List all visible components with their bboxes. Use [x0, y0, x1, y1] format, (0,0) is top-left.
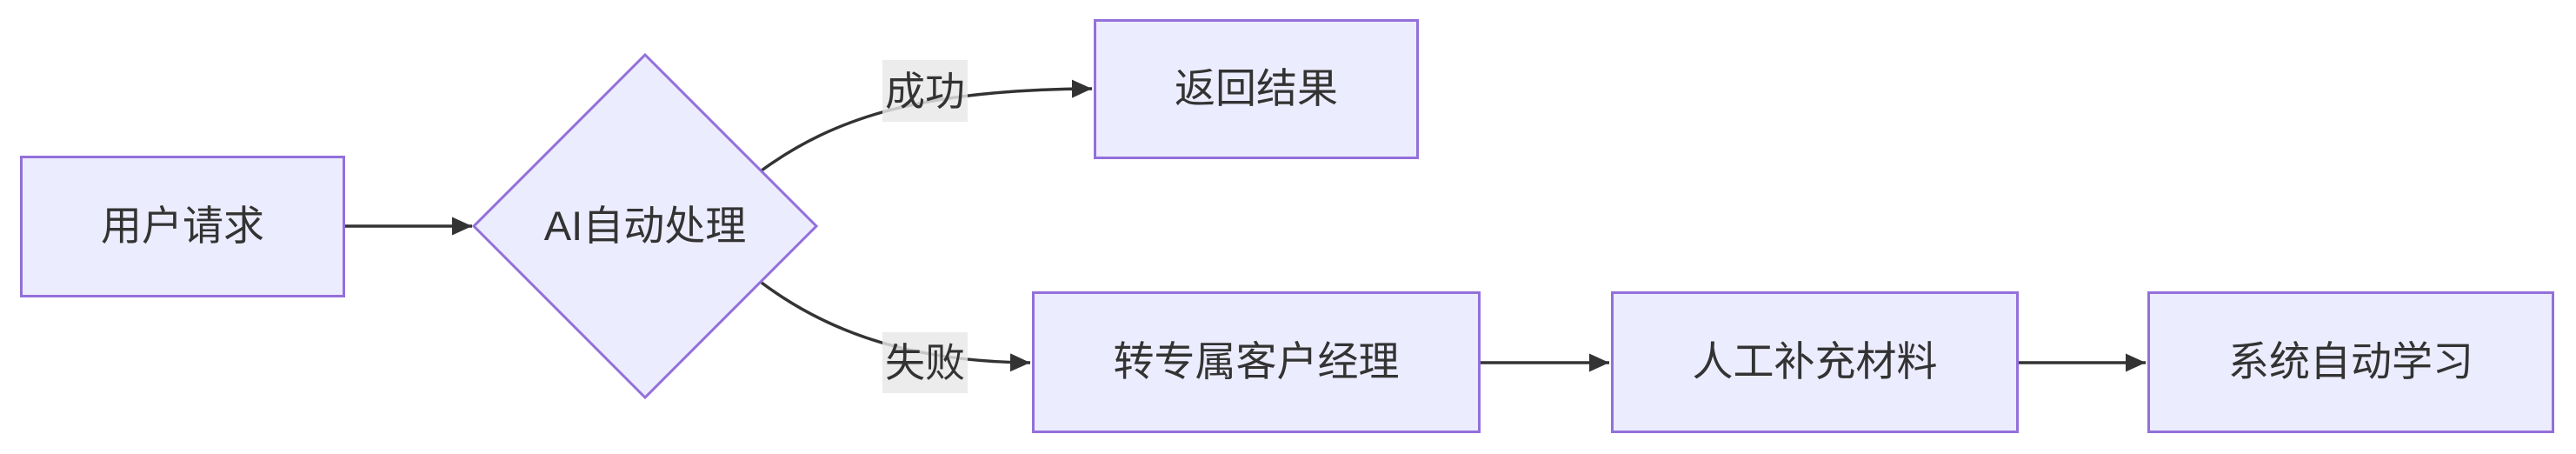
edge-label-success: 成功 [882, 60, 968, 122]
node-return-result-label: 返回结果 [1175, 65, 1338, 112]
node-transfer-account-manager-label: 转专属客户经理 [1113, 338, 1400, 385]
node-ai-processing: AI自动处理 [471, 202, 819, 249]
node-user-request: 用户请求 [20, 156, 345, 297]
node-return-result: 返回结果 [1094, 19, 1419, 159]
edge-label-failure: 失败 [882, 332, 968, 393]
node-user-request-label: 用户请求 [101, 203, 264, 250]
node-system-auto-learning: 系统自动学习 [2147, 291, 2554, 433]
node-ai-processing-diamond-shape [471, 52, 819, 400]
node-manual-supplement-materials: 人工补充材料 [1611, 291, 2019, 433]
node-system-auto-learning-label: 系统自动学习 [2228, 338, 2473, 385]
edge-label-success-text: 成功 [885, 68, 965, 114]
node-ai-processing-label: AI自动处理 [543, 202, 747, 249]
edge-label-failure-text: 失败 [885, 340, 965, 385]
node-transfer-account-manager: 转专属客户经理 [1032, 291, 1481, 433]
node-manual-supplement-materials-label: 人工补充材料 [1692, 338, 1938, 385]
